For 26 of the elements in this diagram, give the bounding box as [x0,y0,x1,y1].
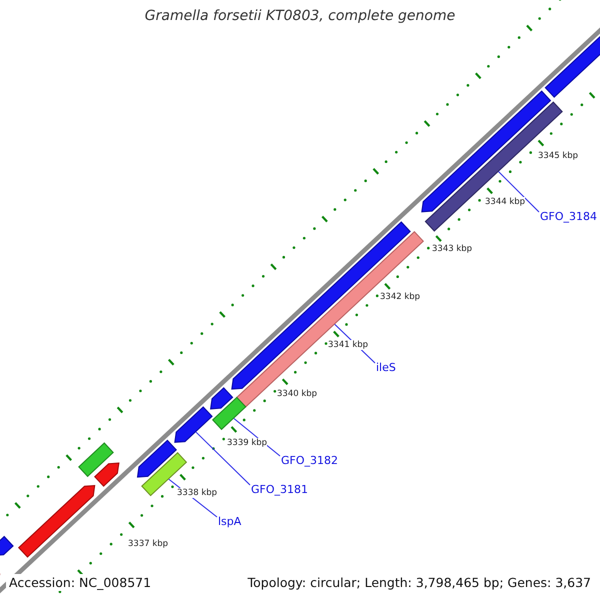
scale-label: 3337 kbp [128,539,168,549]
scale-label: 3343 kbp [432,244,472,254]
map-title: Gramella forsetii KT0803, complete genome [144,8,456,24]
leader-line [195,432,250,486]
gene-block [212,396,246,430]
gene-pointed-block [94,462,120,487]
scale-label: 3345 kbp [538,151,578,161]
gene-label: GFO_3181 [251,483,308,496]
gene-block [78,442,114,478]
gene-label: GFO_3182 [281,454,338,467]
scale-label: 3341 kbp [328,340,368,350]
scale-label: 3340 kbp [277,389,318,399]
scale-label: 3339 kbp [227,438,268,448]
gene-pointed-block [174,406,213,443]
gene-block [236,231,424,408]
gene-pointed-block [18,484,96,558]
scale-label: 3344 kbp [485,197,526,207]
gene-pointed-block [136,440,177,478]
leader-line [498,171,540,212]
scale-label: 3338 kbp [177,488,218,498]
gene-label: GFO_3184 [540,210,598,223]
gene-label: lspA [218,515,242,528]
gene-pointed-block [210,387,234,410]
gene-pointed-block [0,536,14,556]
scale-label: 3342 kbp [380,292,420,302]
gene-label: ileS [376,361,396,374]
